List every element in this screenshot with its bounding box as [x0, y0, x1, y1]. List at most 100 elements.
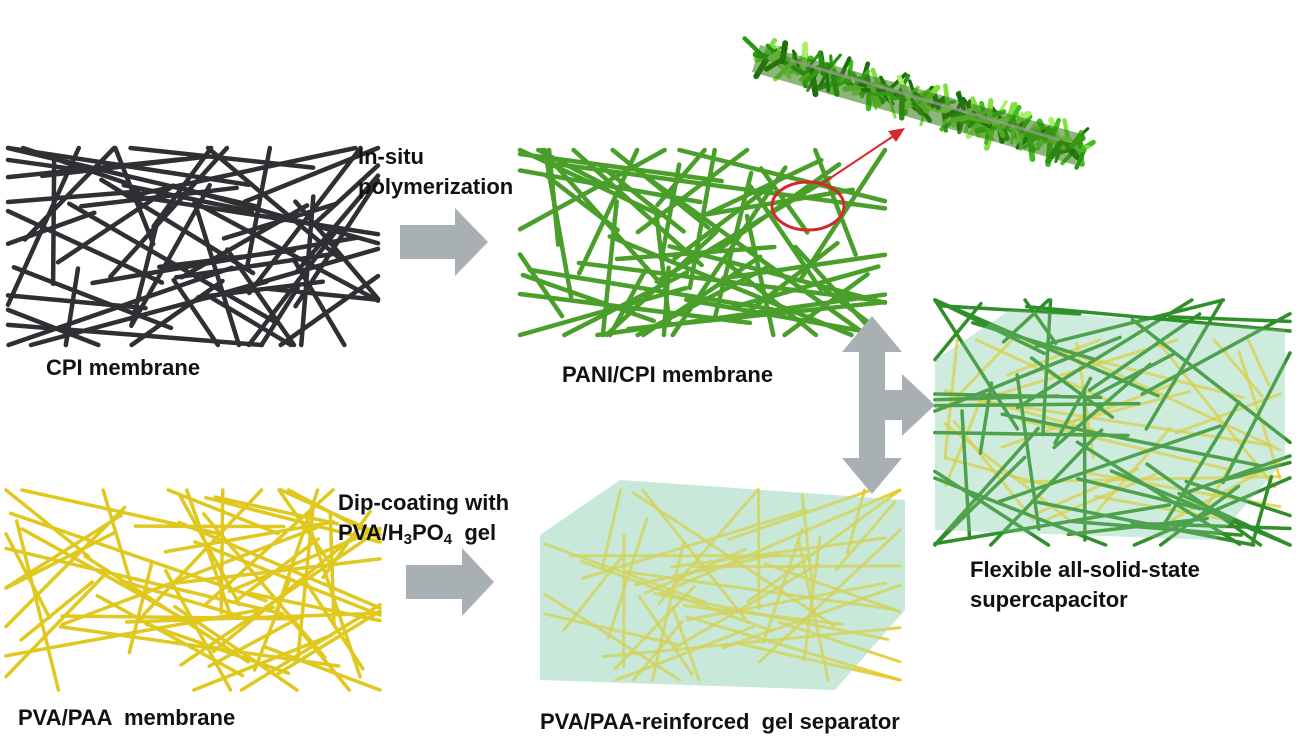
fiber-strand — [185, 488, 232, 615]
fiber-strand — [246, 591, 382, 623]
fiber-strand — [313, 163, 381, 225]
fiber-strand — [278, 273, 381, 348]
fiber-strand — [141, 488, 264, 617]
fiber-strand — [721, 252, 888, 281]
fiber-strand — [703, 157, 824, 217]
fiber-strand — [6, 265, 235, 348]
fiber-strand — [58, 625, 341, 668]
fiber-strand — [177, 520, 382, 610]
fiber-strand — [121, 182, 255, 214]
fiber-strand — [278, 488, 382, 537]
fiber-strand — [933, 298, 1046, 356]
fiber-strand — [546, 147, 561, 247]
fiber-strand — [581, 508, 808, 580]
fiber-strand — [239, 602, 382, 692]
fiber-strand — [654, 212, 672, 324]
cpi-fiber-mat — [5, 145, 381, 348]
fiber-strand — [1145, 462, 1263, 547]
fiber-strand — [108, 145, 230, 279]
fiber-strand — [1132, 476, 1292, 547]
step2-pre: PVA/H — [338, 520, 404, 545]
fiber-strand — [204, 495, 382, 544]
fiber-strand — [11, 265, 174, 331]
fiber-strand — [259, 285, 300, 348]
nanofiber-spike — [1074, 147, 1087, 170]
fiber-strand — [703, 187, 855, 217]
zoom-pointer-line — [819, 132, 899, 186]
fiber-strand — [275, 609, 382, 677]
fiber-strand — [758, 166, 810, 235]
fiber-strand — [4, 488, 91, 559]
fiber-strand — [1068, 519, 1243, 537]
fiber-strand — [4, 605, 276, 658]
polymerization-step-label: In-situ polymerization — [358, 142, 513, 202]
fiber-strand — [793, 244, 879, 338]
fiber-strand — [738, 642, 902, 682]
fiber-strand — [637, 595, 694, 677]
step2-sub1: 3 — [403, 531, 412, 548]
step2-sub2: 4 — [443, 531, 453, 548]
fiber-strand — [101, 488, 134, 590]
fiber-strand — [685, 615, 902, 682]
fiber-strand — [601, 626, 902, 659]
step2-line1: Dip-coating with — [338, 490, 510, 515]
fiber-strand — [1000, 412, 1263, 468]
fiber-strand — [177, 492, 242, 607]
fiber-strand — [1041, 298, 1053, 437]
supercapacitor-stack — [933, 298, 1292, 547]
pva-fiber-mat — [4, 488, 382, 692]
fiber-strand — [933, 298, 1020, 431]
pva-paa-membrane-label: PVA/PAA membrane — [18, 705, 236, 730]
fiber-strand — [1052, 362, 1152, 450]
fiber-strand — [79, 185, 239, 209]
fiber-strand — [1084, 351, 1177, 402]
fiber-strand — [173, 604, 299, 692]
fiber-strand — [1024, 304, 1292, 333]
fiber-strand — [292, 259, 347, 348]
fiber-strand — [1030, 499, 1256, 547]
fiber-strand — [933, 503, 1172, 546]
fiber-strand — [299, 194, 316, 348]
fiber-strand — [571, 147, 704, 268]
fiber-strand — [657, 488, 760, 606]
highlight-circle — [770, 180, 846, 232]
pani-nanofiber-closeup — [742, 36, 1096, 170]
fiber-strand — [227, 526, 382, 594]
zoom-pointer-arrowhead — [888, 128, 905, 142]
fiber-strand — [288, 616, 352, 692]
fiber-strand — [265, 286, 381, 303]
fiber-strand — [4, 546, 285, 616]
fiber-strand — [562, 270, 690, 338]
fiber-strand — [543, 172, 620, 233]
fiber-strand — [127, 561, 154, 655]
fiber-strand — [8, 511, 268, 603]
fiber-strand — [125, 192, 381, 237]
fiber-strand — [933, 469, 1051, 547]
capacitor-green-fibers — [933, 298, 1292, 547]
gel-separator — [540, 480, 905, 690]
step2-mid: PO — [411, 520, 444, 545]
step2-post: gel — [452, 520, 497, 545]
supercapacitor-label-line2: supercapacitor — [970, 587, 1128, 612]
fiber-strand — [685, 581, 888, 622]
fiber-strand — [164, 568, 233, 692]
fiber-strand — [293, 199, 381, 302]
supercapacitor-label: Flexible all-solid-state supercapacitor — [970, 555, 1200, 615]
fiber-strand — [129, 278, 225, 348]
fiber-strand — [543, 592, 682, 682]
separator-fiber-mat — [543, 488, 902, 682]
fiber-strand — [683, 297, 888, 338]
fiber-strand — [937, 303, 1082, 316]
fiber-strand — [727, 488, 874, 541]
fiber-strand — [535, 147, 611, 189]
fiber-strand — [262, 644, 382, 692]
fiber-strand — [5, 145, 251, 188]
fiber-strand — [631, 490, 836, 628]
gel-overlay — [540, 480, 905, 690]
fiber-strand — [599, 164, 686, 234]
fiber-strand — [643, 547, 747, 595]
fiber-strand — [304, 581, 365, 671]
fiber-strand — [50, 154, 57, 287]
fiber-strand — [933, 301, 983, 362]
arrow-polymerization — [400, 208, 488, 276]
